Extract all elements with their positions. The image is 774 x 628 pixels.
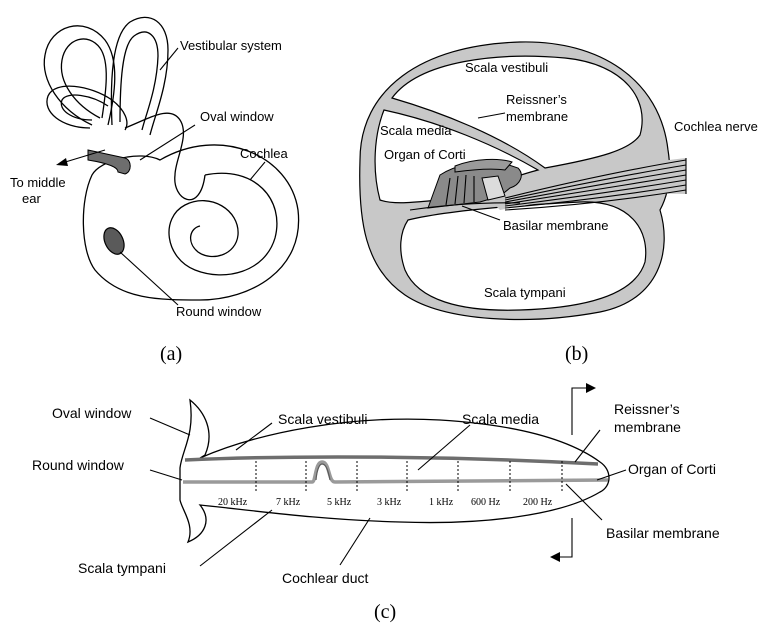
- label-basilar-membrane-b: Basilar membrane: [503, 218, 609, 233]
- label-reissners-2-c: membrane: [614, 419, 681, 435]
- caption-b: (b): [565, 343, 588, 365]
- label-scala-vestibuli-b: Scala vestibuli: [465, 60, 548, 75]
- label-oval-window-a: Oval window: [200, 109, 274, 124]
- label-scala-vestibuli-c: Scala vestibuli: [278, 411, 368, 427]
- panel-c: 20 kHz 7 kHz 5 kHz 3 kHz 1 kHz 600 Hz 20…: [32, 383, 720, 623]
- label-to-middle-ear-1: To middle: [10, 175, 66, 190]
- panel-b: Scala vestibuli Reissner’s membrane Scal…: [360, 42, 758, 365]
- arrow-to-middle-ear: [56, 158, 68, 166]
- round-window-shape: [100, 225, 128, 258]
- label-cochlea-nerve: Cochlea nerve: [674, 119, 758, 134]
- label-organ-of-corti-c: Organ of Corti: [628, 461, 716, 477]
- caption-c: (c): [374, 601, 396, 623]
- cochlea-spiral: [169, 173, 277, 275]
- semicircular-canal-3: [47, 86, 127, 130]
- freq-label: 600 Hz: [471, 497, 501, 508]
- freq-label: 200 Hz: [523, 497, 553, 508]
- frequency-markers: [256, 461, 562, 492]
- label-round-window-c: Round window: [32, 457, 125, 473]
- freq-label: 1 kHz: [429, 497, 454, 508]
- label-scala-media-b: Scala media: [380, 123, 452, 138]
- freq-label: 3 kHz: [377, 497, 402, 508]
- section-arrow-bottom: [550, 518, 572, 562]
- reissners-membrane-line: [185, 457, 598, 464]
- label-reissners-1-b: Reissner’s: [506, 92, 567, 107]
- section-arrow-top: [572, 383, 596, 435]
- label-scala-media-c: Scala media: [462, 411, 539, 427]
- freq-label: 20 kHz: [218, 497, 248, 508]
- label-organ-of-corti-b: Organ of Corti: [384, 147, 466, 162]
- cochlear-duct-outline: [180, 400, 609, 542]
- basilar-membrane-line: [183, 462, 608, 482]
- label-scala-tympani-b: Scala tympani: [484, 285, 566, 300]
- label-to-middle-ear-2: ear: [22, 191, 41, 206]
- label-basilar-membrane-c: Basilar membrane: [606, 525, 720, 541]
- label-reissners-1-c: Reissner’s: [614, 401, 680, 417]
- label-reissners-2-b: membrane: [506, 109, 568, 124]
- label-round-window-a: Round window: [176, 304, 262, 319]
- label-cochlear-duct: Cochlear duct: [282, 570, 368, 586]
- label-cochlea: Cochlea: [240, 146, 288, 161]
- panel-a: Vestibular system Oval window Cochlea To…: [10, 17, 299, 365]
- label-vestibular-system: Vestibular system: [180, 38, 282, 53]
- freq-label: 7 kHz: [276, 497, 301, 508]
- freq-label: 5 kHz: [327, 497, 352, 508]
- semicircular-canal-1: [44, 26, 115, 125]
- caption-a: (a): [160, 343, 182, 365]
- label-scala-tympani-c: Scala tympani: [78, 560, 166, 576]
- label-oval-window-c: Oval window: [52, 405, 132, 421]
